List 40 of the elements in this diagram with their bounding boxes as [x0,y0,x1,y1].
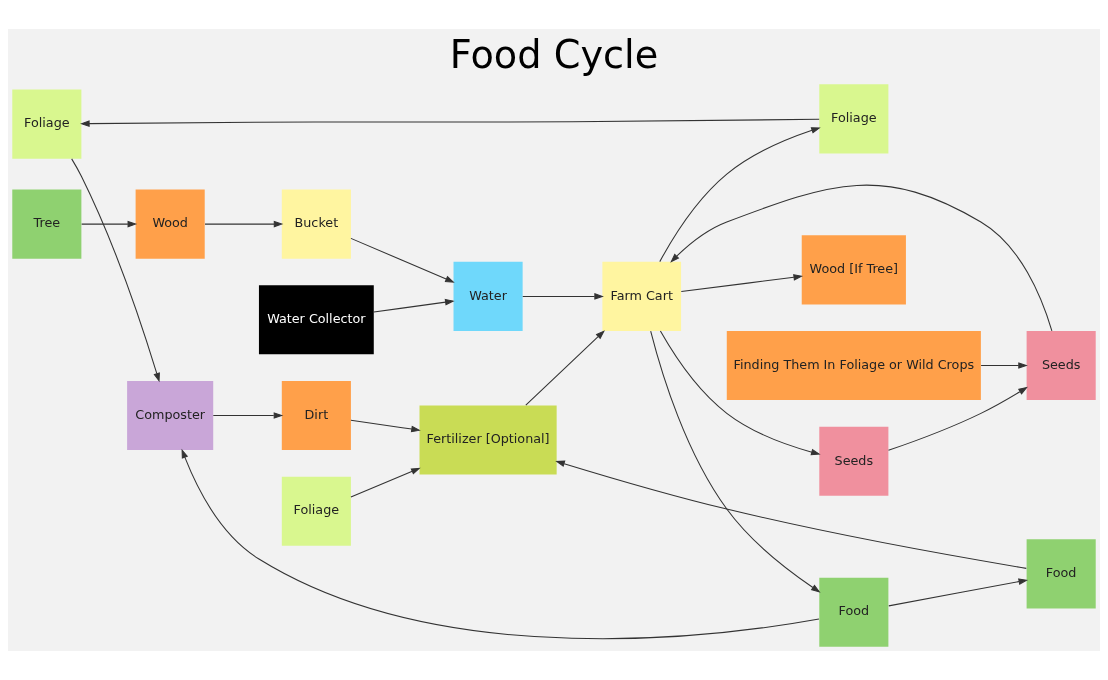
node-box: Fertilizer [Optional] [419,405,557,475]
arrow [670,184,1053,332]
node-box: Food [819,577,889,647]
arrow [680,274,804,293]
node-box: Composter [127,380,214,451]
arrow [350,237,455,283]
arrow [71,158,160,383]
node-box: Wood [135,189,205,259]
arrow [81,220,138,228]
node-box: Dirt [281,380,351,451]
arrow [650,330,821,593]
arrow [555,460,1027,569]
node-box: Seeds [1026,330,1096,401]
arrow [525,330,605,406]
arrow [80,118,820,127]
arrow [350,467,421,498]
node-box: Foliage [281,476,351,546]
node-box: Seeds [819,426,889,496]
arrow [522,293,604,300]
node-box: Tree [12,189,82,259]
arrow [350,419,421,433]
arrow [887,386,1028,451]
node-box: Foliage [12,89,82,159]
node-box: Water Collector [258,285,374,355]
arrow [659,127,821,263]
arrow [212,412,284,419]
arrow [181,448,820,640]
node-box: Farm Cart [602,261,682,331]
node-box: Foliage [819,84,889,154]
arrow [659,330,821,456]
arrow [980,362,1028,369]
arrow [888,578,1029,607]
node-box: Wood [If Tree] [801,235,906,305]
node-box: Water [453,261,523,331]
node-box: Food [1026,539,1096,609]
arrow [204,220,284,228]
node-box: Finding Them In Foliage or Wild Crops [726,330,981,401]
arrow [373,298,455,313]
diagram-title: Food Cycle [449,32,659,78]
node-box: Bucket [281,189,351,259]
